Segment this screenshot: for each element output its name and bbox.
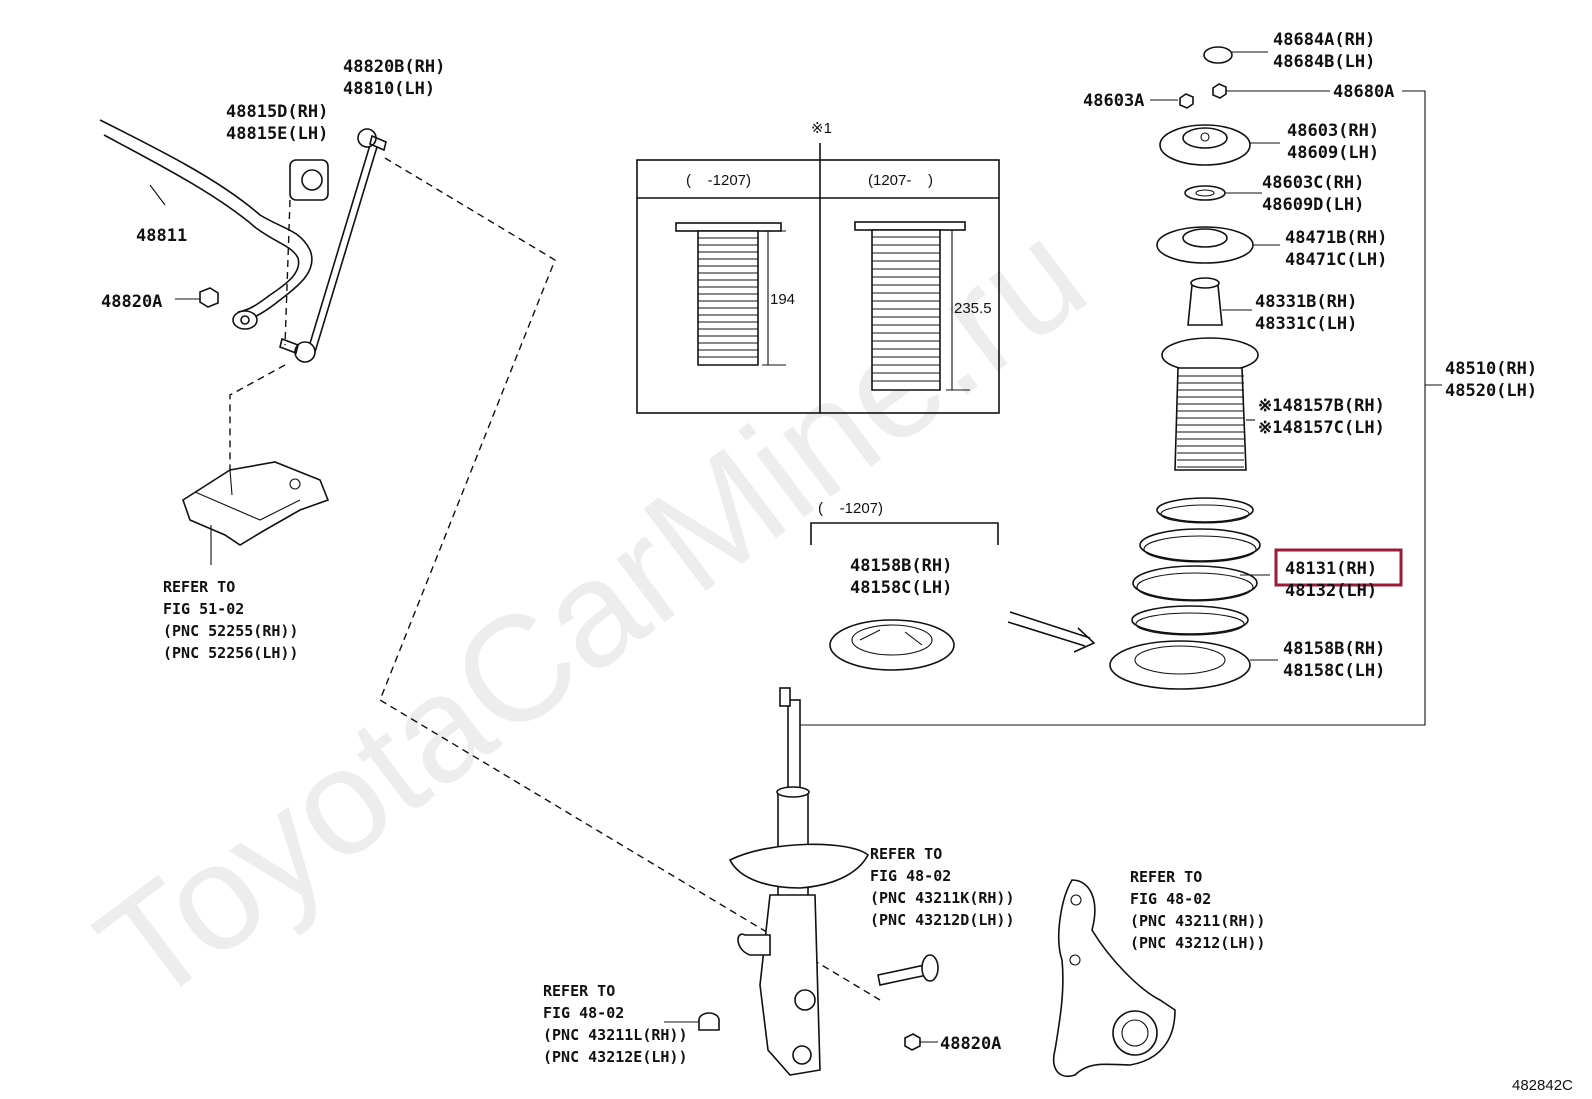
nut-ref-4802-c[interactable] <box>698 1012 720 1031</box>
ref-4802-a-line-2: FIG 48-02 <box>870 867 951 885</box>
ref-5102-line-1: REFER TO <box>163 578 235 596</box>
label-48471b-rh: 48471B(RH) <box>1285 228 1387 248</box>
label-48609-lh: 48609(LH) <box>1287 143 1379 163</box>
ref-block-5102[interactable]: REFER TO FIG 51-02 (PNC 52255(RH)) (PNC … <box>163 578 298 662</box>
bumper-48331[interactable] <box>1187 277 1223 326</box>
label-48684b: 48684B(LH) <box>1273 52 1375 72</box>
label-48158c-lh-mid: 48158C(LH) <box>850 578 952 598</box>
label-48603-rh: 48603(RH) <box>1287 121 1379 141</box>
body-panel-ref-5102 <box>182 461 330 546</box>
dust-boot-inset-box <box>636 143 1000 414</box>
ref-block-4802-a[interactable]: REFER TO FIG 48-02 (PNC 43211K(RH)) (PNC… <box>870 845 1015 929</box>
label-48158c-lh: 48158C(LH) <box>1283 661 1385 681</box>
inset-column-1-date: ( -1207) <box>686 172 751 189</box>
stack-boot-ribs <box>1177 375 1244 468</box>
label-48158b-rh: 48158B(RH) <box>1283 639 1385 659</box>
direction-arrow <box>1007 611 1096 653</box>
label-48158b-rh-mid: 48158B(RH) <box>850 556 952 576</box>
ref-4802-a-line-3: (PNC 43211K(RH)) <box>870 889 1015 907</box>
label-48157c-lh: ※148157C(LH) <box>1258 418 1385 438</box>
label-48331b-rh: 48331B(RH) <box>1255 292 1357 312</box>
highlight-48131-box <box>1274 548 1403 587</box>
inset-column-2-date: (1207- ) <box>868 172 933 189</box>
nut-48820a-bottom[interactable] <box>904 1033 921 1051</box>
ref-5102-line-2: FIG 51-02 <box>163 600 244 618</box>
label-48520-lh: 48520(LH) <box>1445 381 1537 401</box>
nut-48680a[interactable] <box>1212 83 1227 99</box>
label-48603c-rh: 48603C(RH) <box>1262 173 1364 193</box>
ref-5102-line-3: (PNC 52255(RH)) <box>163 622 298 640</box>
ref-4802-c-line-3: (PNC 43211L(RH)) <box>543 1026 688 1044</box>
ref-4802-c-line-2: FIG 48-02 <box>543 1004 624 1022</box>
strut-assembly[interactable] <box>728 687 870 1076</box>
label-48810-lh: 48810(LH) <box>343 79 435 99</box>
stabilizer-bar-48811[interactable] <box>99 119 313 323</box>
note-marker-1: ※1 <box>811 120 832 137</box>
ref-4802-c-line-4: (PNC 43212E(LH)) <box>543 1048 688 1066</box>
seat-48471[interactable] <box>1156 226 1254 264</box>
label-48132-lh: 48132(LH) <box>1285 581 1377 601</box>
ref-4802-b-line-3: (PNC 43211(RH)) <box>1130 912 1265 930</box>
steering-knuckle[interactable] <box>1053 879 1176 1077</box>
label-48331c-lh: 48331C(LH) <box>1255 314 1357 334</box>
dimension-194: 194 <box>770 291 795 308</box>
ref-4802-c-line-1: REFER TO <box>543 982 615 1000</box>
label-48815e-lh: 48815E(LH) <box>226 124 328 144</box>
label-48603a-left: 48603A <box>1083 91 1144 111</box>
label-48471c-lh: 48471C(LH) <box>1285 250 1387 270</box>
label-48820a-left: 48820A <box>101 292 162 312</box>
label-48131-rh[interactable]: 48131(RH) <box>1285 559 1377 579</box>
leader-lines-right <box>800 51 1442 726</box>
ref-block-4802-c[interactable]: REFER TO FIG 48-02 (PNC 43211L(RH)) (PNC… <box>543 982 688 1066</box>
ref-4802-a-line-4: (PNC 43212D(LH)) <box>870 911 1015 929</box>
nut-48820a-left[interactable] <box>199 287 219 308</box>
ref-4802-a-line-1: REFER TO <box>870 845 942 863</box>
bar-bracket <box>232 310 258 330</box>
ref-block-4802-b[interactable]: REFER TO FIG 48-02 (PNC 43211(RH)) (PNC … <box>1130 868 1265 952</box>
spring-seat-48158-mid[interactable] <box>829 619 955 671</box>
figure-code: 482842C <box>1512 1077 1573 1094</box>
stabilizer-bushing-48815[interactable] <box>289 159 329 201</box>
bearing-48603c[interactable] <box>1184 185 1226 201</box>
label-48680a: 48680A <box>1333 82 1394 102</box>
bolt-horizontal[interactable] <box>877 954 939 986</box>
support-48603[interactable] <box>1159 124 1251 166</box>
nut-48603a[interactable] <box>1179 93 1194 109</box>
coil-spring-48131[interactable] <box>1131 497 1261 636</box>
date-bracket-mid <box>810 522 999 545</box>
label-48820b-rh: 48820B(RH) <box>343 57 445 77</box>
label-48609d-lh: 48609D(LH) <box>1262 195 1364 215</box>
dimension-235-5: 235.5 <box>954 300 992 317</box>
label-48820a-bottom: 48820A <box>940 1034 1001 1054</box>
label-48157b-rh: ※148157B(RH) <box>1258 396 1385 416</box>
label-48684a: 48684A(RH) <box>1273 30 1375 50</box>
label-48510-rh: 48510(RH) <box>1445 359 1537 379</box>
ref-4802-b-line-1: REFER TO <box>1130 868 1202 886</box>
ref-4802-b-line-2: FIG 48-02 <box>1130 890 1211 908</box>
boot-48157[interactable] <box>1161 337 1259 471</box>
mid-seat-date-range: ( -1207) <box>818 500 883 517</box>
label-48815d-rh: 48815D(RH) <box>226 102 328 122</box>
label-48811: 48811 <box>136 226 187 246</box>
seat-48158-right[interactable] <box>1109 640 1251 690</box>
ref-4802-b-line-4: (PNC 43212(LH)) <box>1130 934 1265 952</box>
ref-5102-line-4: (PNC 52256(LH)) <box>163 644 298 662</box>
stabilizer-link-48820b[interactable] <box>279 128 387 363</box>
boot-ribs <box>698 236 940 382</box>
cap-48684[interactable] <box>1203 46 1233 64</box>
